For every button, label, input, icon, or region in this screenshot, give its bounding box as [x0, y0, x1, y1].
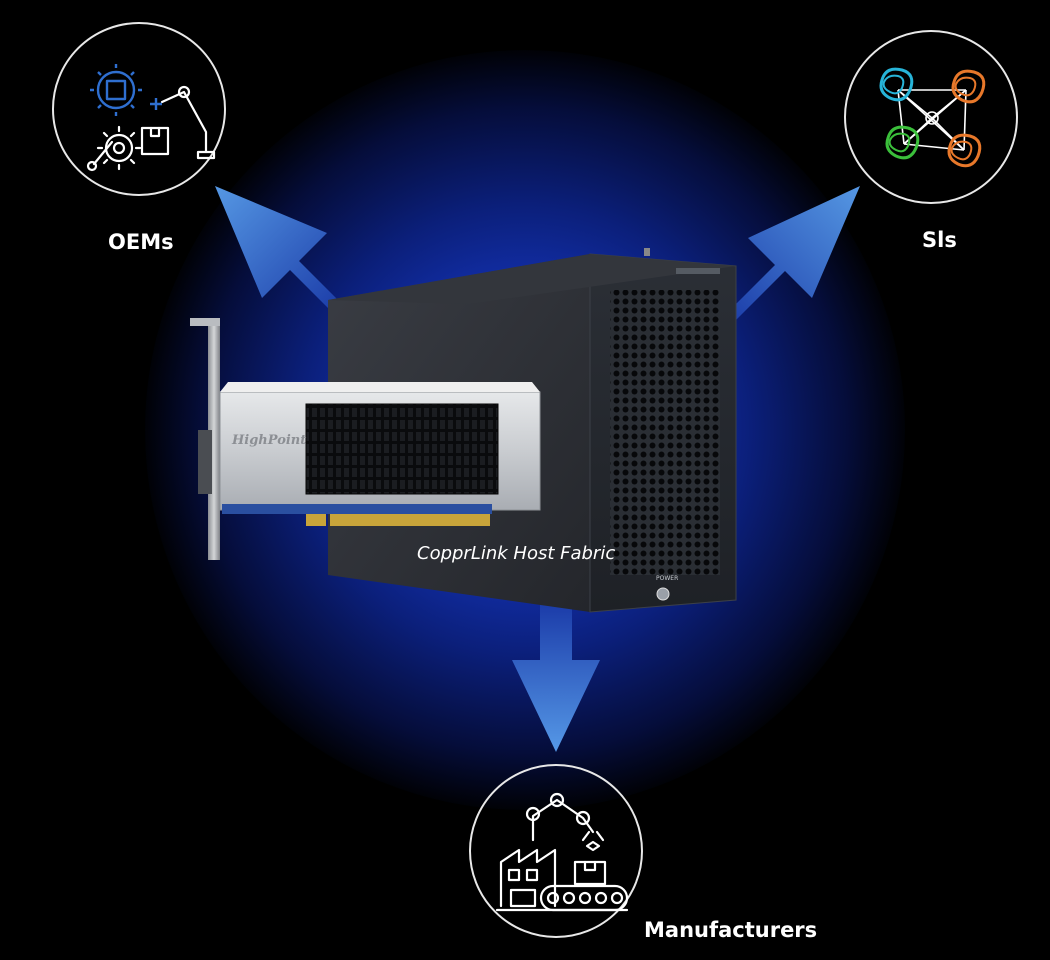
card-brand-logo: HighPoint	[231, 433, 306, 448]
arrow-to-sis	[720, 186, 860, 326]
network-graph-icon	[879, 67, 986, 168]
oems-label: OEMs	[108, 230, 174, 254]
pcie-host-card: HighPoint	[190, 318, 541, 560]
arrow-to-oems	[215, 186, 344, 315]
factory-automation-icon	[86, 64, 216, 172]
power-button	[656, 587, 670, 601]
manufacturing-line-icon	[495, 792, 629, 912]
hub-label: CopprLink Host Fabric	[417, 543, 616, 564]
oems-node-circle	[52, 22, 226, 196]
manufacturers-node-circle	[469, 764, 643, 938]
sis-label: Sls	[922, 228, 957, 252]
manufacturers-label: Manufacturers	[644, 918, 818, 942]
sis-node-circle	[844, 30, 1018, 204]
arrow-to-manufacturers	[512, 600, 600, 752]
power-label: POWER	[656, 575, 678, 582]
vent-grille	[610, 290, 720, 575]
